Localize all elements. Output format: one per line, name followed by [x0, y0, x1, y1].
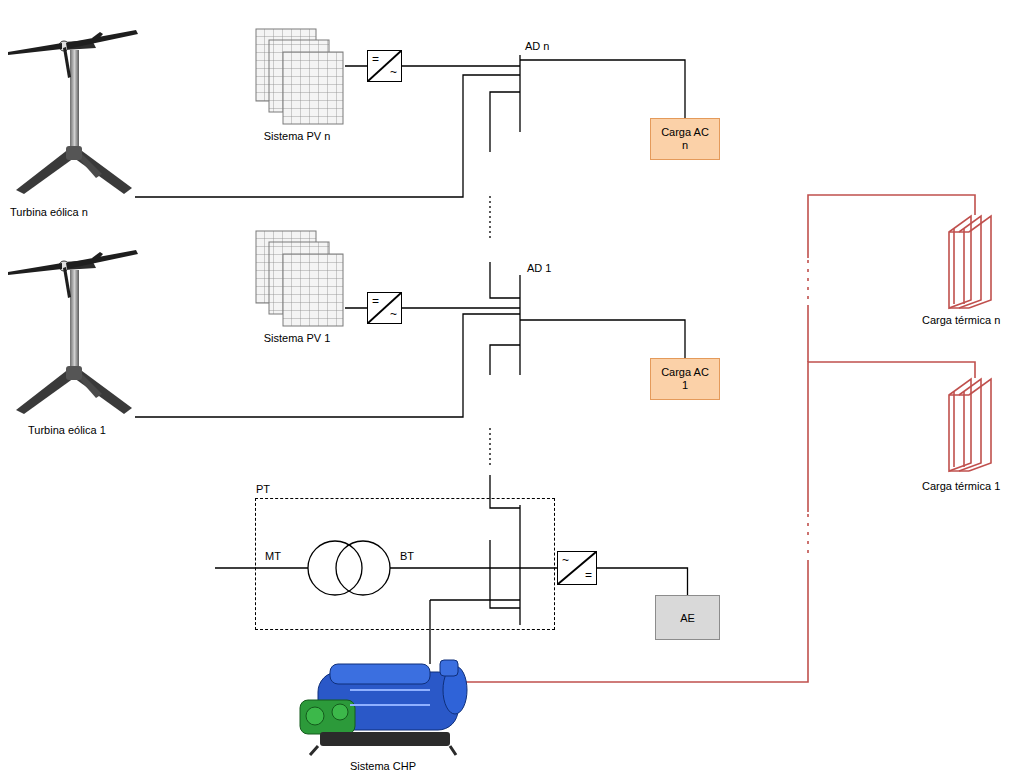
boundary-label: PT	[256, 483, 270, 495]
component-label: Carga térmica n	[922, 314, 1000, 327]
converter-symbol: =	[585, 569, 592, 581]
converter-symbol: ~	[390, 66, 397, 78]
box-label: AE	[680, 612, 695, 624]
bus-label: AD 1	[527, 262, 551, 275]
converter-symbol: =	[372, 53, 379, 65]
thermal-radiator	[949, 216, 991, 308]
component-label: Turbina eólica 1	[28, 424, 106, 437]
voltage-label: BT	[400, 550, 414, 563]
component-label: Sistema PV n	[262, 130, 332, 143]
pv-panels	[256, 29, 343, 124]
storage-box: AE	[655, 595, 720, 640]
inverter-box: =~	[367, 292, 402, 324]
component-label: Sistema PV 1	[262, 332, 332, 345]
converter-symbol: =	[372, 295, 379, 307]
box-label: Carga AC n	[661, 126, 709, 152]
wind-turbine	[8, 30, 138, 194]
bus-label: AD n	[525, 40, 549, 53]
component-label: Carga térmica 1	[922, 480, 1000, 493]
thermal-radiator	[949, 379, 991, 471]
voltage-label: MT	[265, 550, 281, 563]
inverter-box: =~	[367, 50, 402, 82]
converter-symbol: ~	[390, 308, 397, 320]
thermal-continuation	[807, 260, 809, 558]
converter-box: ~=	[557, 551, 597, 585]
component-label: Turbina eólica n	[10, 206, 88, 219]
component-label: Sistema CHP	[350, 760, 416, 773]
ac-load-box: Carga AC n	[650, 118, 720, 160]
continuation-dots	[489, 196, 490, 468]
ac-load-box: Carga AC 1	[650, 358, 720, 400]
box-label: Carga AC 1	[661, 366, 709, 392]
pv-panels	[256, 231, 343, 326]
converter-symbol: ~	[562, 554, 569, 566]
wiring	[135, 55, 685, 664]
substation-boundary: PT	[255, 498, 555, 630]
thermal-pipes	[465, 195, 975, 682]
wire-connector	[597, 568, 688, 595]
wind-turbine	[8, 250, 138, 414]
chp-unit	[300, 660, 467, 755]
